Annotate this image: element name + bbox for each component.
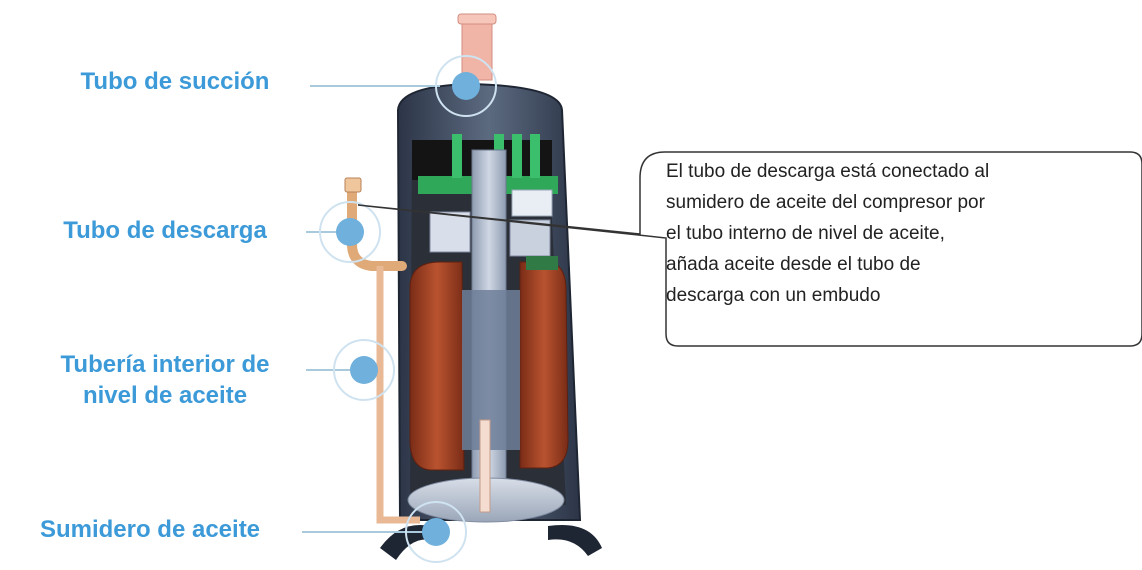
label-suction-text: Tubo de succión	[80, 68, 270, 95]
discharge-marker	[319, 201, 381, 263]
label-oil-pipe-line1: Tubería interior de	[60, 351, 270, 378]
callout-line-5: descarga con un embudo	[666, 285, 881, 306]
callout-box	[357, 151, 1142, 347]
sump-marker	[405, 501, 467, 563]
callout-line-2: sumidero de aceite del compresor por	[666, 192, 985, 213]
oil-sump-area	[407, 419, 565, 523]
motor-stator	[409, 256, 569, 471]
label-discharge-tube: Tubo de descarga	[30, 215, 300, 246]
callout-line-1: El tubo de descarga está conectado al	[666, 161, 990, 182]
mounting-feet	[380, 524, 602, 560]
label-oil-pipe-line2: nivel de aceite	[82, 382, 248, 409]
label-suction-tube: Tubo de succión	[50, 66, 300, 97]
bearing-housing	[429, 211, 551, 257]
callout-text: El tubo de descarga está conectado al su…	[666, 156, 1136, 311]
label-oil-sump: Sumidero de aceite	[0, 514, 300, 545]
suction-marker	[435, 55, 497, 117]
label-oil-level-pipe: Tubería interior de nivel de aceite	[30, 349, 300, 411]
callout-line-3: el tubo interno de nivel de aceite,	[666, 223, 945, 244]
label-sump-text: Sumidero de aceite	[39, 516, 261, 543]
suction-tube	[457, 13, 497, 81]
oil-pipe-marker	[333, 339, 395, 401]
callout-line-4: añada aceite desde el tubo de	[666, 254, 921, 275]
label-discharge-text: Tubo de descarga	[63, 217, 267, 244]
